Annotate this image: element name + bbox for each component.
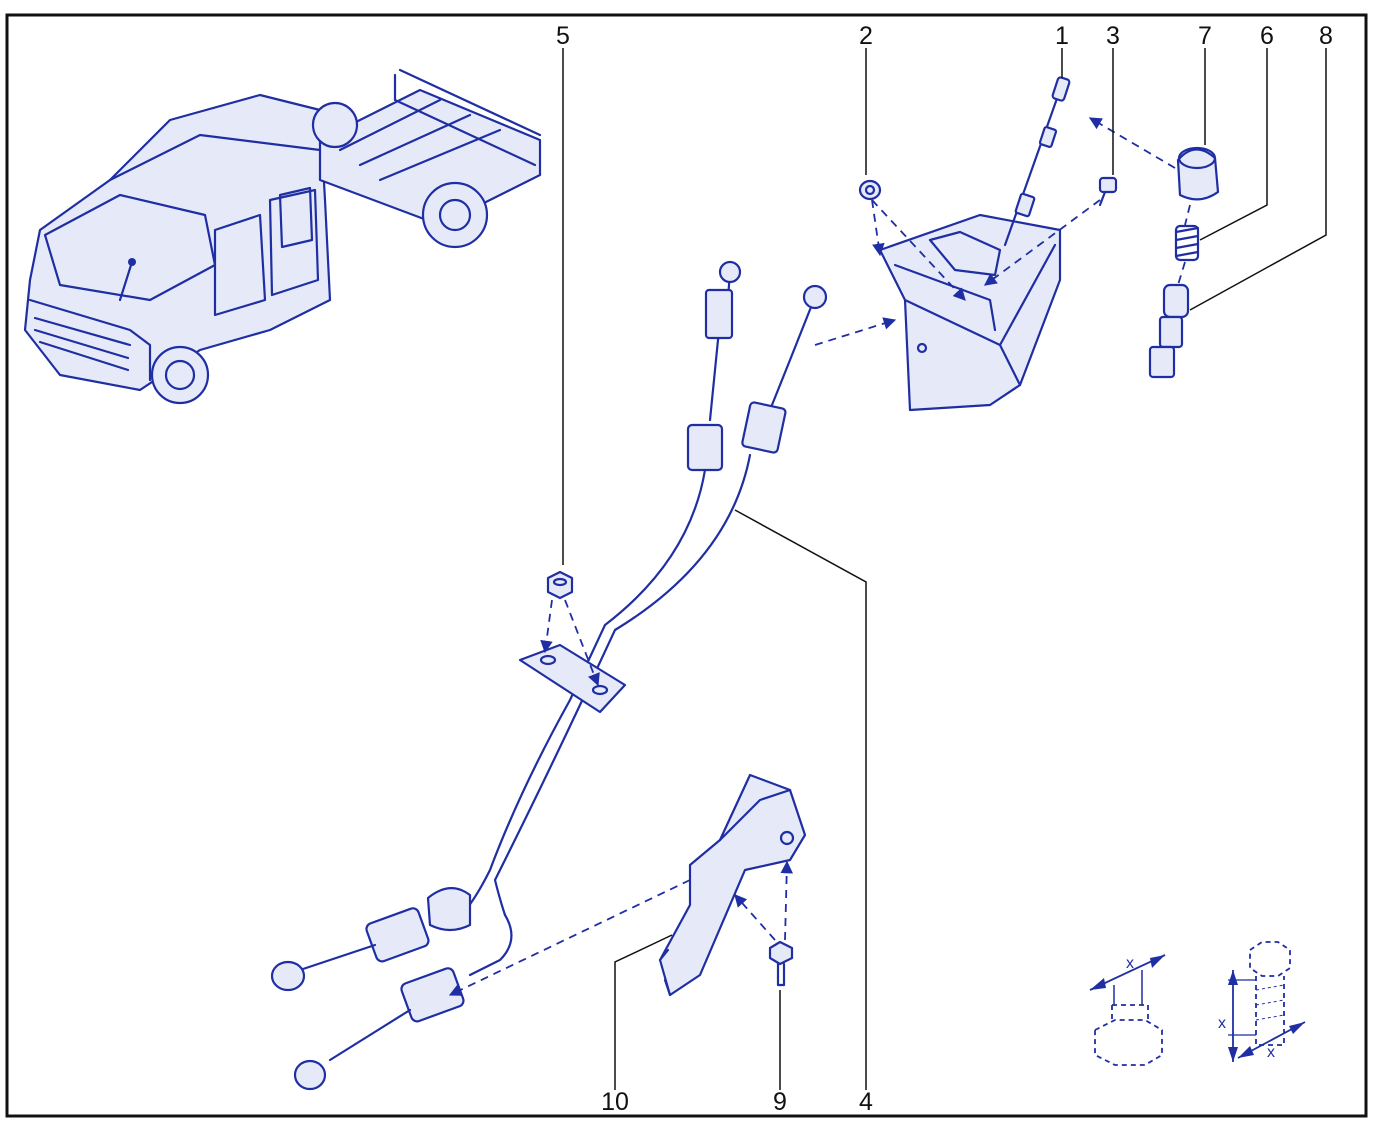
assembly-arrow [983, 199, 1101, 286]
callout-3: 3 [1106, 22, 1120, 50]
assembly-arrow [734, 894, 776, 941]
bolt [768, 940, 794, 987]
washer [858, 179, 882, 201]
dimension-label: x [1126, 955, 1134, 972]
mounting-bracket [658, 773, 807, 997]
leader-line-4 [734, 509, 867, 1090]
callout-7: 7 [1198, 22, 1212, 50]
assembly-arrow [448, 879, 691, 996]
leader-line-10 [614, 934, 673, 1090]
vehicle-illustration [23, 68, 542, 405]
callout-6: 6 [1260, 22, 1274, 50]
leader-line-6 [1199, 48, 1268, 241]
gear-lever [1003, 76, 1071, 247]
assembly-arrow [780, 860, 794, 941]
assembly-arrow [1184, 204, 1191, 226]
callout-9: 9 [773, 1088, 787, 1116]
assembly-arrow [814, 317, 897, 346]
assembly-arrow [564, 599, 600, 687]
assembly-arrow [1177, 261, 1186, 286]
callout-4: 4 [859, 1088, 873, 1116]
callout-8: 8 [1319, 22, 1333, 50]
screw [1098, 176, 1118, 207]
dimension-label: x [1218, 1015, 1226, 1032]
gear-knob [1176, 146, 1220, 201]
nut-dimension-symbol: x [1089, 954, 1166, 1066]
gearshift-housing [878, 213, 1062, 412]
assembly-arrow [1088, 117, 1176, 169]
nut [546, 570, 574, 600]
callout-10: 10 [601, 1088, 629, 1116]
callout-2: 2 [859, 22, 873, 50]
adapter-sleeve [1148, 283, 1190, 379]
gearshift-cables [270, 260, 828, 1091]
assembly-arrow [540, 599, 553, 654]
leader-line-8 [1189, 48, 1327, 311]
assembly-arrow [871, 199, 966, 301]
callout-5: 5 [556, 22, 570, 50]
dimension-label: x [1267, 1044, 1275, 1061]
callout-1: 1 [1055, 22, 1069, 50]
bolt-dimension-symbol: x x [1218, 941, 1306, 1062]
spring [1174, 224, 1200, 262]
diagram-border [5, 13, 1368, 1118]
assembly-arrow [871, 199, 885, 257]
